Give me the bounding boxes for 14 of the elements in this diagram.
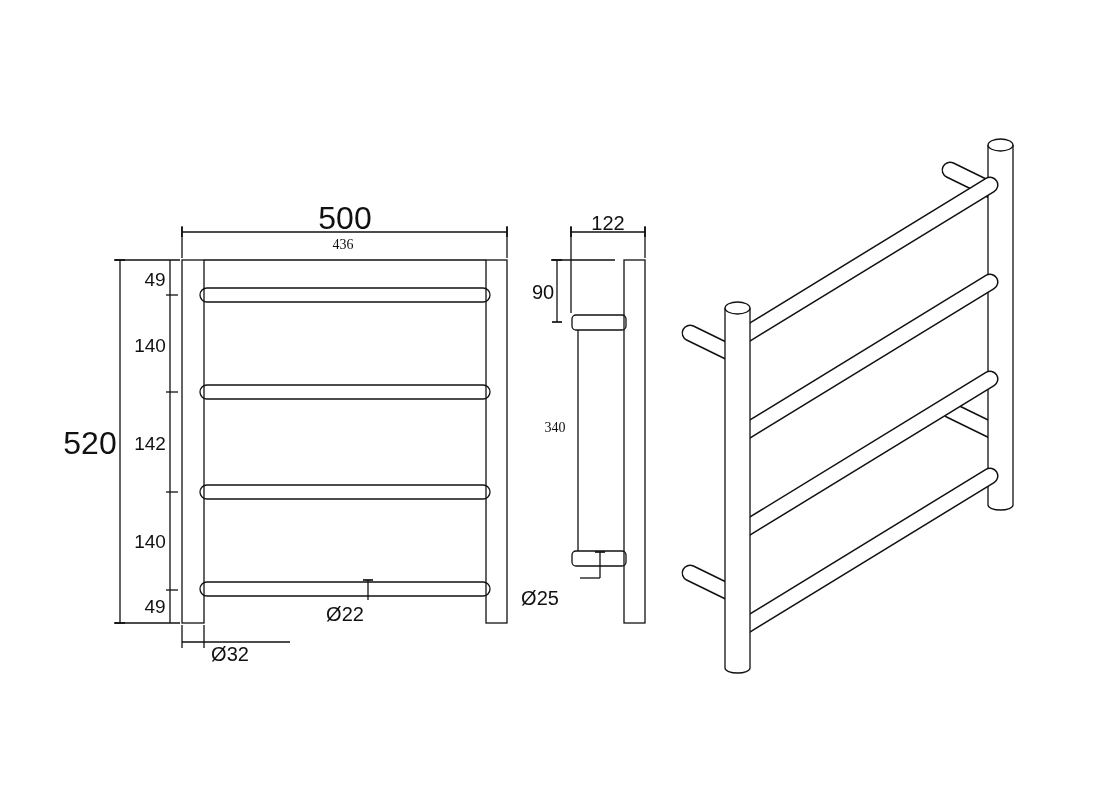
dimension-label: 520 xyxy=(63,427,117,459)
dimension-label: 436 xyxy=(332,238,354,252)
dimension-label: 122 xyxy=(591,213,625,233)
dimension-label: 90 xyxy=(531,282,555,302)
dimension-label: Ø25 xyxy=(521,588,559,608)
dimension-label: 49 xyxy=(144,596,166,616)
dimension-label: Ø22 xyxy=(326,604,364,624)
dimension-label: 142 xyxy=(134,433,166,453)
dimension-label: 140 xyxy=(134,531,166,551)
dimension-label: Ø32 xyxy=(211,644,249,664)
dimension-label: 140 xyxy=(134,335,166,355)
dimension-label: 49 xyxy=(144,269,166,289)
dimension-label: 340 xyxy=(544,421,566,435)
dimension-label: 500 xyxy=(318,202,372,234)
